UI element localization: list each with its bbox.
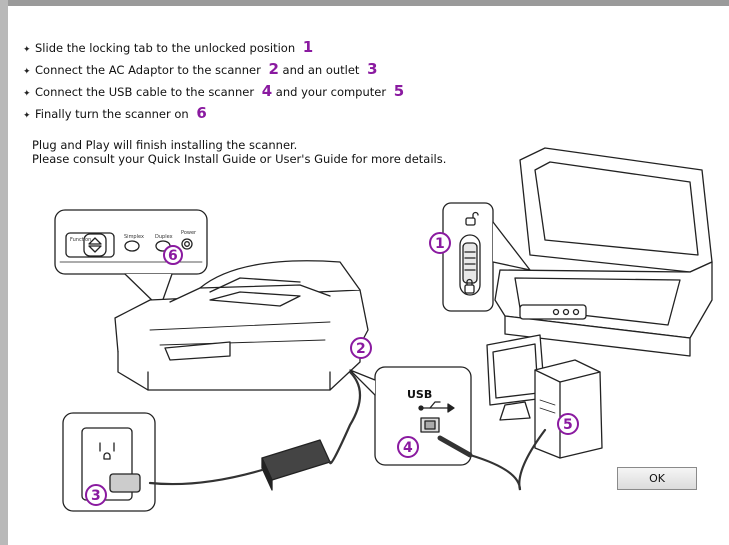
badge-2: 2	[351, 338, 371, 358]
svg-text:6: 6	[168, 248, 178, 264]
badge-5: 5	[558, 414, 578, 434]
ok-button[interactable]: OK	[617, 467, 697, 490]
ac-adaptor-illustration	[262, 440, 330, 490]
simplex-label: Simplex	[124, 234, 144, 240]
duplex-label: Duplex	[155, 234, 173, 240]
svg-text:4: 4	[403, 440, 413, 456]
computer-illustration	[487, 335, 602, 458]
usb-label: USB	[407, 388, 432, 401]
outlet-callout	[63, 413, 155, 511]
power-label: Power	[181, 230, 197, 236]
function-label: Function	[70, 237, 91, 243]
badge-1: 1	[430, 233, 450, 253]
svg-text:3: 3	[91, 488, 101, 504]
badge-4: 4	[398, 437, 418, 457]
svg-text:2: 2	[356, 341, 366, 357]
badge-3: 3	[86, 485, 106, 505]
svg-text:5: 5	[563, 417, 573, 433]
svg-text:1: 1	[435, 236, 445, 252]
control-panel-callout	[55, 210, 207, 308]
badge-6: 6	[164, 246, 182, 264]
flatbed-scanner-illustration	[495, 148, 712, 356]
